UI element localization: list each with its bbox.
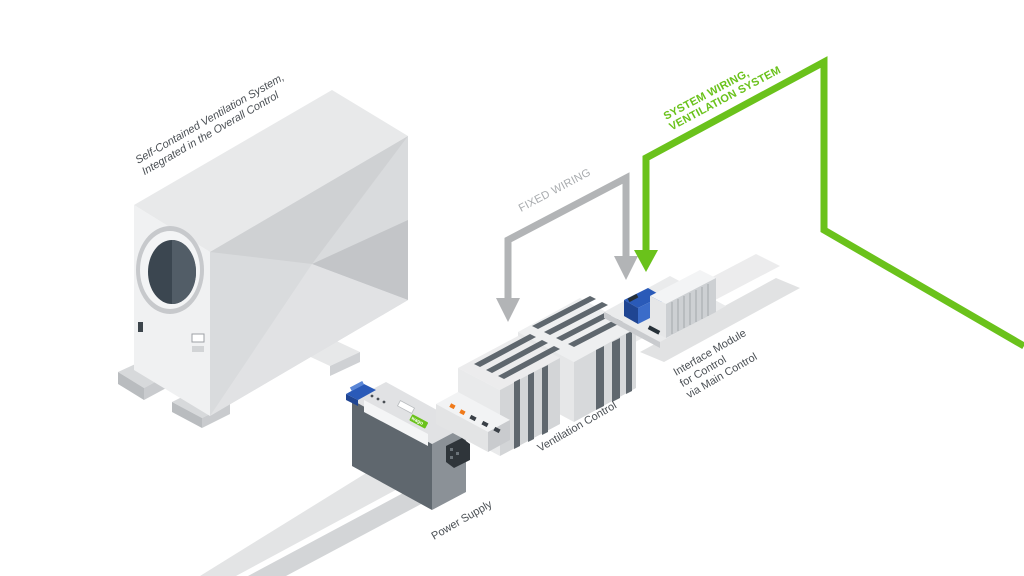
label-fixed-wiring: FIXED WIRING — [517, 166, 593, 214]
fixed-wiring-arrow — [496, 172, 638, 322]
terminal-blocks — [650, 270, 716, 338]
ventilation-unit — [118, 90, 408, 428]
wago-logo — [409, 414, 429, 429]
system-wiring-arrow — [634, 56, 1024, 350]
power-supply-module: wago — [346, 380, 470, 510]
ventilation-control-module — [436, 296, 636, 456]
power-supply-terminal — [346, 384, 376, 400]
control-top-stripes-front — [474, 334, 560, 379]
interface-module — [604, 270, 726, 348]
svg-text:FIXED WIRING: FIXED WIRING — [517, 166, 593, 214]
system-wiring-arrowhead — [634, 250, 658, 272]
fixed-wiring-arrowhead-right — [614, 256, 638, 280]
svg-text:wago: wago — [409, 415, 424, 427]
status-indicators — [449, 403, 501, 434]
fixed-wiring-arrowhead-left — [496, 298, 520, 322]
